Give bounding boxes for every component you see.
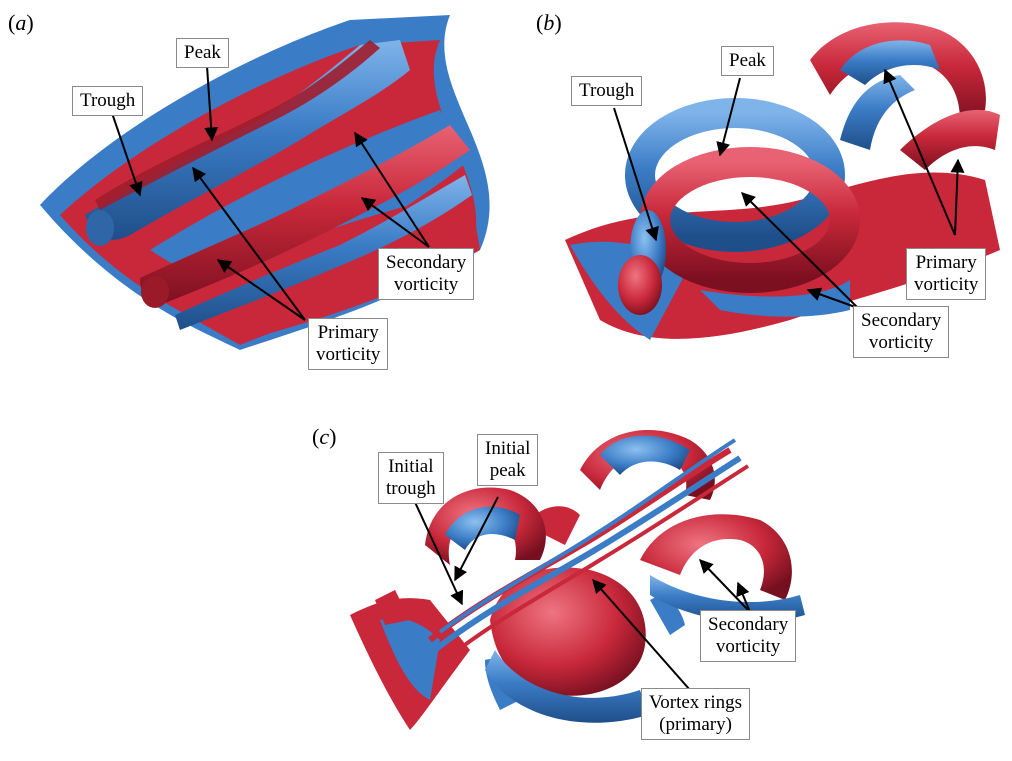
label-b-secondary: Secondary vorticity	[853, 306, 949, 358]
panel-b-letter: (b)	[536, 10, 562, 36]
label-a-peak: Peak	[176, 38, 229, 68]
label-b-primary: Primary vorticity	[906, 248, 986, 300]
panel-a-letter: (a)	[8, 10, 34, 36]
label-c-rings: Vortex rings (primary)	[641, 688, 750, 740]
label-b-peak: Peak	[721, 46, 774, 76]
label-b-trough: Trough	[571, 76, 642, 106]
label-a-primary: Primary vorticity	[308, 318, 388, 370]
label-c-initial-peak: Initial peak	[477, 434, 538, 486]
panel-c-letter: (c)	[312, 424, 336, 450]
label-c-secondary: Secondary vorticity	[700, 610, 796, 662]
label-a-secondary: Secondary vorticity	[378, 248, 474, 300]
label-c-initial-trough: Initial trough	[378, 452, 444, 504]
label-a-trough: Trough	[72, 86, 143, 116]
